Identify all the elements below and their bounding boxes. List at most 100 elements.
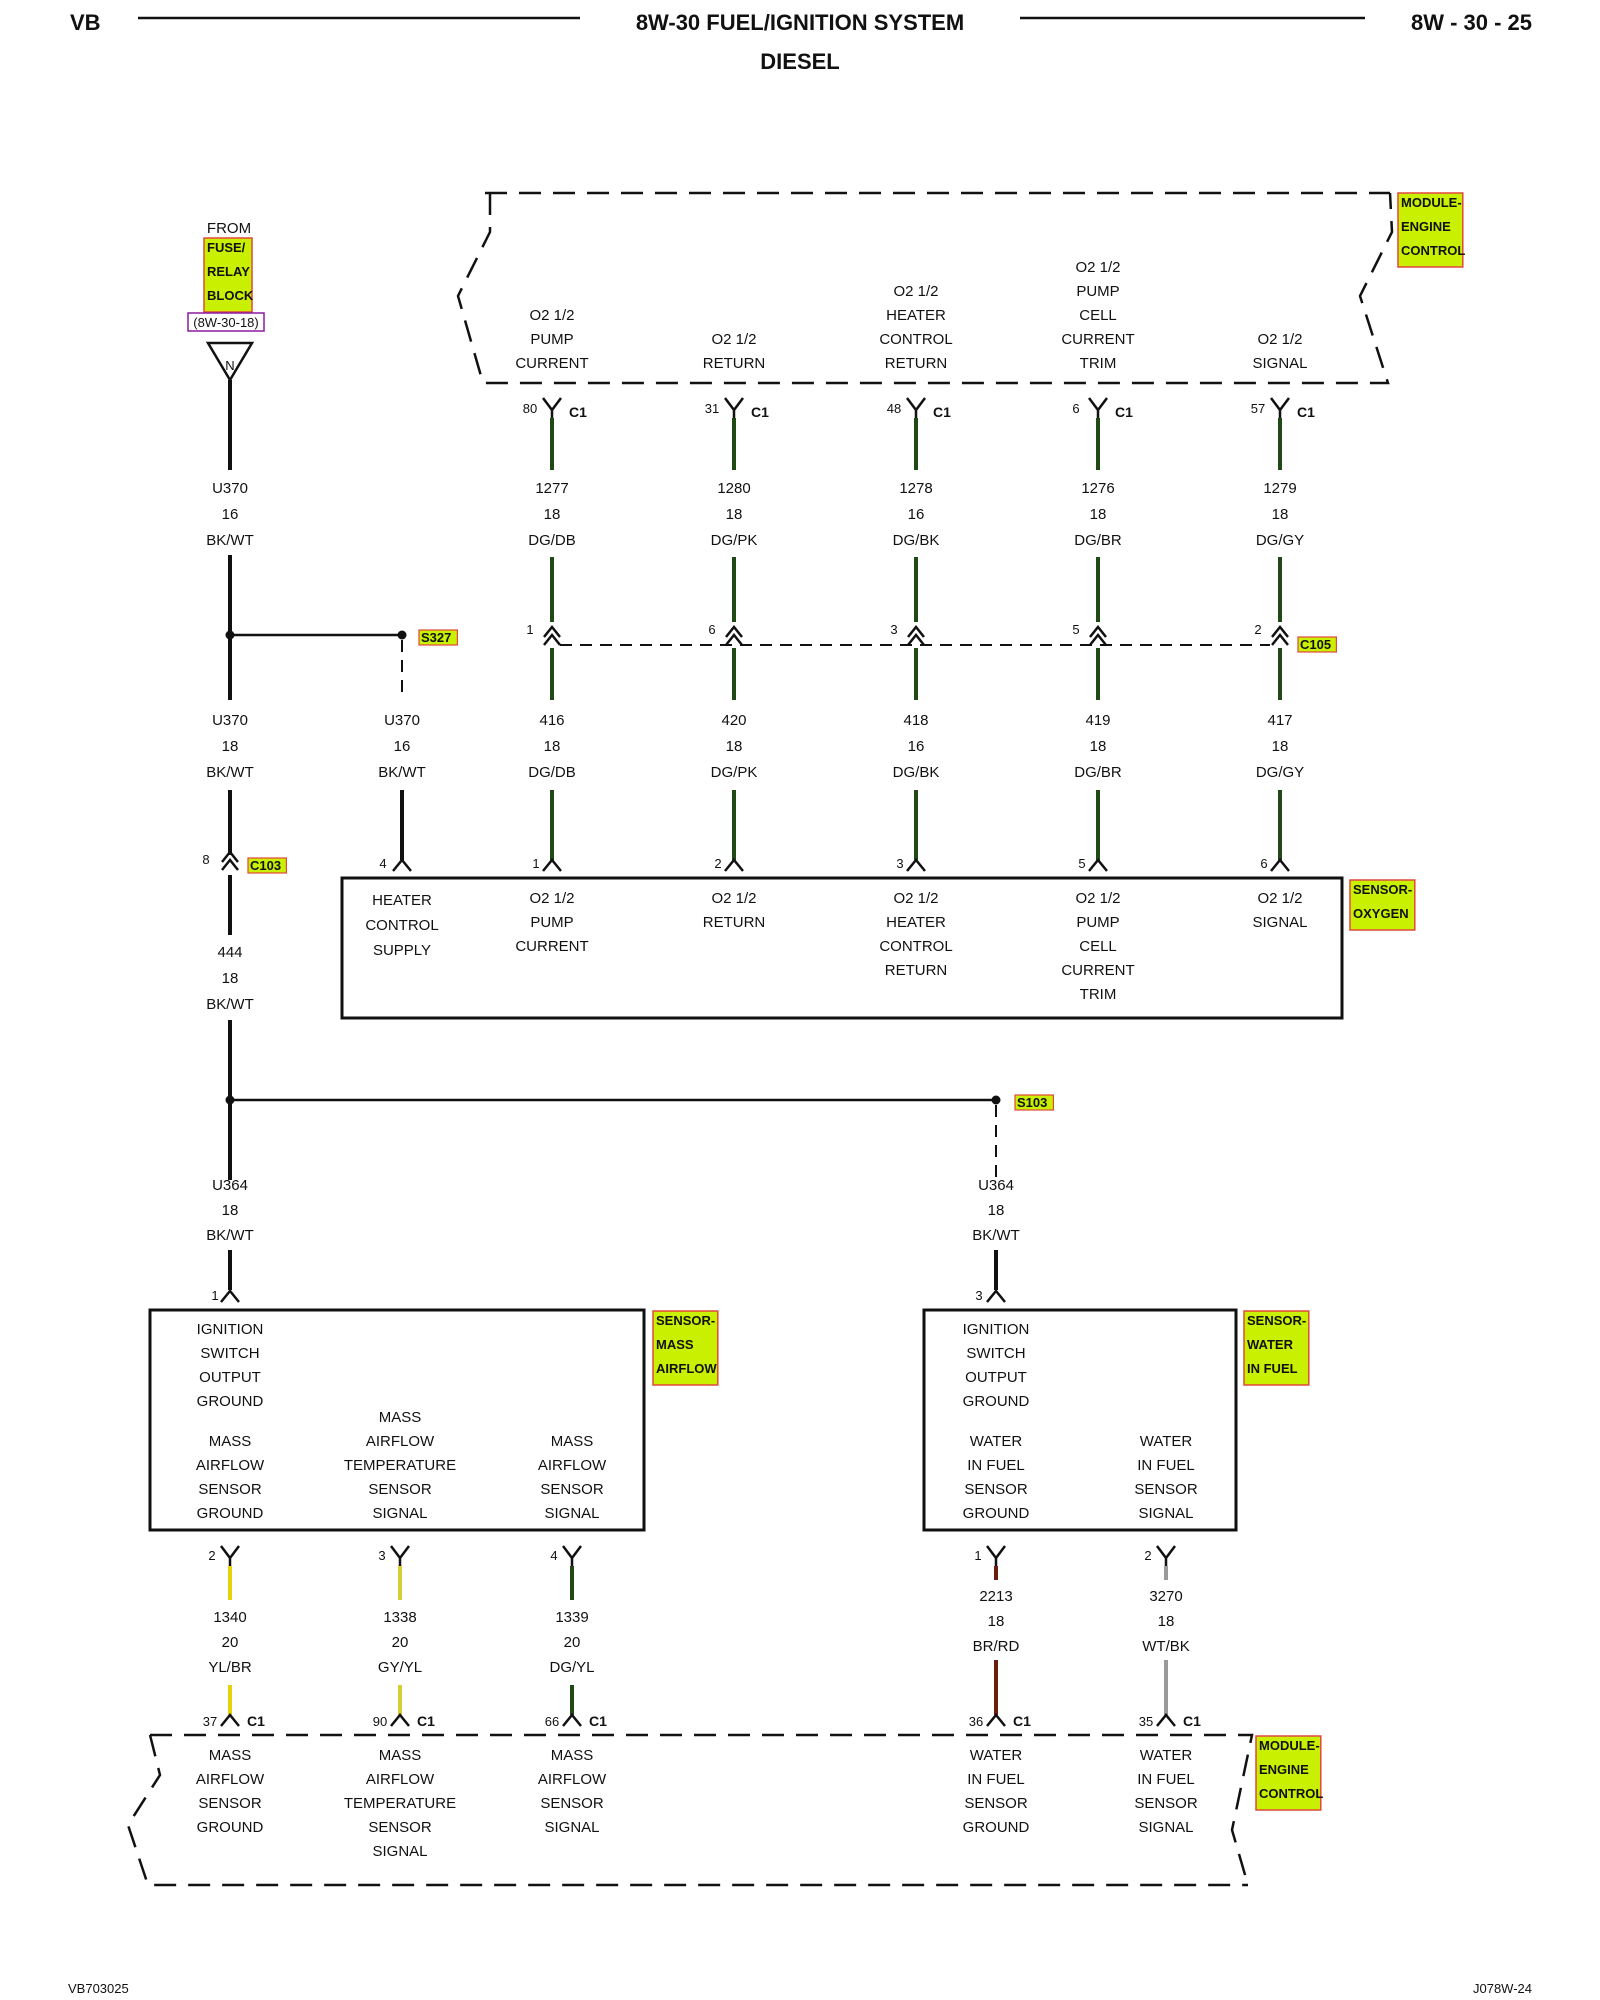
- wire-444-label: 18: [222, 970, 239, 987]
- pcm-circuit-name: CONTROL: [879, 331, 952, 348]
- splice-s327-dot: [397, 630, 407, 640]
- fuse-relay-block-label-bg: [203, 237, 253, 313]
- pcm-bottom-label: CONTROL: [1259, 1786, 1323, 1801]
- maf-wire-label: GY/YL: [378, 1659, 422, 1676]
- oxygen-sensor-circuit-name: O2 1/2: [711, 890, 756, 907]
- pcm-bottom-circuit-name: GROUND: [963, 1819, 1030, 1836]
- footer-right: J078W-24: [1473, 1981, 1532, 1996]
- pcm-top-label-bg: [1397, 192, 1464, 268]
- pcm-terminal: [906, 397, 926, 418]
- pcm-circuit-name: HEATER: [886, 307, 946, 324]
- wire-lower-label: 417: [1267, 712, 1292, 729]
- pcm-pin: 6: [1072, 401, 1079, 416]
- pcm-connector-c1: C1: [933, 404, 951, 420]
- fuse-relay-block-label: BLOCK: [207, 288, 254, 303]
- wire-lower-label: 418: [903, 712, 928, 729]
- pcm-bottom-connector-c1: C1: [247, 1713, 265, 1729]
- maf-circuit-name: AIRFLOW: [366, 1433, 435, 1450]
- wif-wire-label: 18: [1158, 1613, 1175, 1630]
- maf-circuit-name: AIRFLOW: [538, 1457, 607, 1474]
- splice-s103-dot: [991, 1095, 1001, 1105]
- pcm-bottom-terminal: [1156, 1713, 1176, 1727]
- wif-circuit-name: GROUND: [963, 1505, 1030, 1522]
- c105-terminal: [1271, 624, 1289, 646]
- wire-u370-16-label: 16: [222, 506, 239, 523]
- c105-label-bg: [1297, 636, 1338, 653]
- pcm-bottom-connector-c1: C1: [589, 1713, 607, 1729]
- oxygen-sensor-circuit-name: O2 1/2: [529, 890, 574, 907]
- maf-ignition-ground-name: IGNITION: [197, 1321, 264, 1338]
- s103-label-bg: [1014, 1094, 1055, 1111]
- fuse-ref-box: [187, 312, 265, 332]
- pcm-bottom-circuit-name: IN FUEL: [967, 1771, 1025, 1788]
- oxygen-sensor-circuit-name: O2 1/2: [1257, 890, 1302, 907]
- pcm-bottom-circuit-name: MASS: [551, 1747, 594, 1764]
- pcm-bottom-circuit-name: SENSOR: [198, 1795, 262, 1812]
- wif-sensor-label: IN FUEL: [1247, 1361, 1298, 1376]
- pcm-bottom-terminal: [390, 1713, 410, 1727]
- pcm-bottom-pin: 66: [545, 1714, 559, 1729]
- pcm-bottom-terminal: [562, 1713, 582, 1727]
- oxygen-sensor-circuit-name: PUMP: [530, 914, 573, 931]
- maf-ignition-ground-name: SWITCH: [200, 1345, 259, 1362]
- maf-circuit-name: MASS: [209, 1433, 252, 1450]
- maf-wire-label: 1339: [555, 1609, 588, 1626]
- heater-control-supply-name: HEATER: [372, 892, 432, 909]
- maf-ignition-ground-name: GROUND: [197, 1393, 264, 1410]
- c105-terminal: [907, 624, 925, 646]
- c105-terminal: [543, 624, 561, 646]
- pcm-bottom-circuit-name: SENSOR: [540, 1795, 604, 1812]
- wif-sensor-box: [922, 1308, 1238, 1532]
- fuse-triangle-symbol: [205, 341, 255, 383]
- fuse-relay-block-label: RELAY: [207, 264, 250, 279]
- pcm-pin: 80: [523, 401, 537, 416]
- wire-u370-heater-label: U370: [384, 712, 420, 729]
- wire-lower-label: 18: [1272, 738, 1289, 755]
- maf-wire-label: 20: [564, 1634, 581, 1651]
- wire-upper-label: 1277: [535, 480, 568, 497]
- pcm-bottom-label: ENGINE: [1259, 1762, 1309, 1777]
- wire-lower-label: 420: [721, 712, 746, 729]
- pcm-pin: 48: [887, 401, 901, 416]
- pcm-circuit-name: O2 1/2: [1075, 259, 1120, 276]
- pcm-bottom-outline: [126, 1733, 1254, 1887]
- maf-wire-label: DG/YL: [549, 1659, 594, 1676]
- maf-wire-label: 20: [392, 1634, 409, 1651]
- maf-circuit-name: SENSOR: [540, 1481, 604, 1498]
- maf-terminal: [390, 1545, 410, 1566]
- pcm-bottom-circuit-name: AIRFLOW: [538, 1771, 607, 1788]
- wire-upper-label: DG/GY: [1256, 532, 1304, 549]
- pcm-terminal: [1088, 397, 1108, 418]
- wire-u370-heater-label: BK/WT: [378, 764, 426, 781]
- wif-sensor-label: SENSOR-: [1247, 1313, 1306, 1328]
- pcm-circuit-name: TRIM: [1080, 355, 1117, 372]
- heater-pin-terminal: [392, 858, 412, 872]
- from-label: FROM: [207, 220, 251, 237]
- pcm-bottom-pin: 37: [203, 1714, 217, 1729]
- wire-lower-label: 18: [726, 738, 743, 755]
- oxygen-sensor-circuit-name: O2 1/2: [1075, 890, 1120, 907]
- pcm-top-label: CONTROL: [1401, 243, 1465, 258]
- maf-sensor-label: AIRFLOW: [656, 1361, 717, 1376]
- maf-circuit-name: SENSOR: [198, 1481, 262, 1498]
- oxygen-sensor-circuit-name: TRIM: [1080, 986, 1117, 1003]
- wire-u364-maf-label: 18: [222, 1202, 239, 1219]
- maf-pin: 2: [208, 1548, 215, 1563]
- maf-sensor-box: [148, 1308, 646, 1532]
- pcm-bottom-pin: 90: [373, 1714, 387, 1729]
- wif-wire-label: WT/BK: [1142, 1638, 1190, 1655]
- s327-label: S327: [421, 630, 451, 645]
- pcm-bottom-circuit-name: GROUND: [197, 1819, 264, 1836]
- pcm-connector-c1: C1: [1115, 404, 1133, 420]
- wif-circuit-name: WATER: [970, 1433, 1023, 1450]
- pcm-bottom-connector-c1: C1: [1183, 1713, 1201, 1729]
- c105-terminal: [725, 624, 743, 646]
- wif-ignition-ground-name: SWITCH: [966, 1345, 1025, 1362]
- maf-wire-label: 1338: [383, 1609, 416, 1626]
- oxygen-sensor-pin: 2: [714, 856, 721, 871]
- oxygen-sensor-pin: 6: [1260, 856, 1267, 871]
- maf-sensor-label: SENSOR-: [656, 1313, 715, 1328]
- c105-pin: 3: [890, 622, 897, 637]
- c103-label-bg: [247, 857, 288, 874]
- maf-ignition-ground-name: OUTPUT: [199, 1369, 261, 1386]
